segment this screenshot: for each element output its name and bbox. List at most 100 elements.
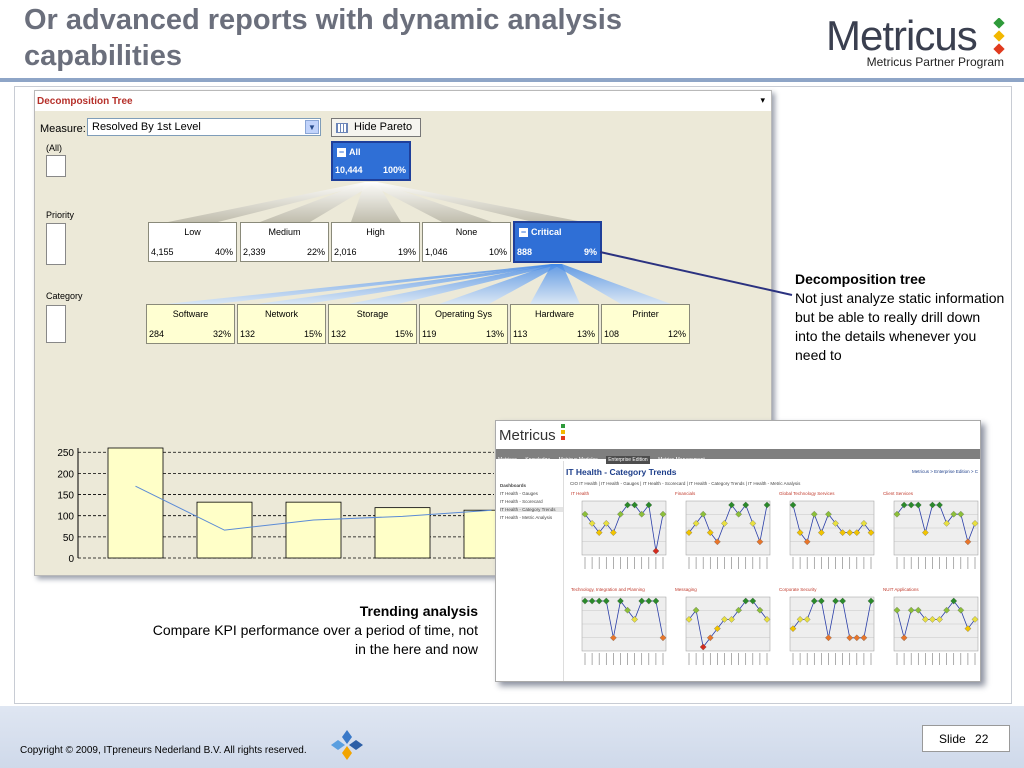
data-point bbox=[867, 529, 875, 536]
data-point bbox=[900, 634, 908, 642]
data-point bbox=[699, 510, 707, 518]
data-point bbox=[907, 606, 915, 614]
data-point bbox=[893, 510, 901, 518]
trend-navbar: Metricus Knowledge Metricus Modules Ente… bbox=[496, 449, 980, 464]
node-priority-low[interactable]: Low 4,155 40% bbox=[148, 222, 237, 262]
trend-panel: Global Technology Services bbox=[778, 491, 876, 583]
collapse-icon[interactable]: − bbox=[519, 227, 528, 237]
panel-title: Messaging bbox=[675, 587, 697, 592]
slide-footer: Copyright © 2009, ITpreneurs Nederland B… bbox=[0, 706, 1024, 768]
y-tick-label: 150 bbox=[57, 491, 74, 502]
nav-item-active[interactable]: Enterprise Edition bbox=[606, 456, 650, 464]
panel-title: Global Technology Services bbox=[779, 491, 835, 496]
data-point bbox=[706, 529, 714, 536]
node-priority-none[interactable]: None 1,046 10% bbox=[422, 222, 511, 262]
data-point bbox=[728, 501, 735, 509]
data-point bbox=[825, 510, 832, 518]
bar bbox=[107, 447, 164, 559]
logo-subtitle: Metricus Partner Program bbox=[866, 55, 1004, 69]
node-name: Low bbox=[184, 227, 201, 237]
data-point bbox=[789, 625, 797, 632]
breadcrumb[interactable]: Metricus > Enterprise Edition > C bbox=[911, 469, 978, 474]
node-category-network[interactable]: Network 132 15% bbox=[237, 304, 326, 344]
level-label-all: (All) bbox=[46, 143, 62, 153]
hide-pareto-button[interactable]: Hide Pareto bbox=[331, 118, 421, 137]
data-point bbox=[929, 616, 936, 623]
data-point bbox=[581, 510, 589, 518]
collapse-icon[interactable]: − bbox=[337, 147, 346, 157]
copyright-text: Copyright © 2009, ITpreneurs Nederland B… bbox=[20, 745, 307, 756]
data-point bbox=[789, 501, 797, 509]
fan-connector bbox=[166, 264, 562, 304]
trend-screenshot: Metricus Metricus Knowledge Metricus Mod… bbox=[495, 420, 981, 682]
data-point bbox=[763, 616, 771, 623]
data-point bbox=[832, 520, 839, 527]
node-value: 132 bbox=[240, 329, 256, 339]
trend-sidebar: Dashboards IT Health - Gauges IT Health … bbox=[496, 461, 564, 681]
node-value: 2,339 bbox=[243, 247, 266, 257]
node-category-software[interactable]: Software 284 32% bbox=[146, 304, 235, 344]
chevron-down-icon[interactable]: ▼ bbox=[305, 120, 319, 134]
trend-sub-nav[interactable]: CIO IT Health | IT Health - Gauges | IT … bbox=[570, 481, 801, 486]
nav-item[interactable]: Metricus bbox=[498, 457, 517, 463]
data-point bbox=[825, 634, 832, 642]
node-percent: 9% bbox=[583, 247, 597, 257]
panel-title: Technology, Integration and Planning bbox=[571, 587, 645, 592]
measure-select[interactable]: Resolved By 1st Level ▼ bbox=[87, 118, 321, 136]
panel-menu-button[interactable]: ▾ bbox=[760, 95, 765, 105]
node-name: Storage bbox=[356, 309, 389, 319]
trend-line bbox=[896, 600, 976, 638]
data-point bbox=[602, 597, 610, 605]
data-point bbox=[971, 616, 979, 623]
data-point bbox=[810, 510, 818, 518]
trend-panel: IT Health bbox=[570, 491, 668, 583]
node-priority-high[interactable]: High 2,016 19% bbox=[331, 222, 420, 262]
sidebar-heading: Dashboards bbox=[500, 483, 527, 488]
data-point bbox=[818, 529, 825, 536]
level-drop-category[interactable] bbox=[46, 305, 66, 343]
sidebar-item[interactable]: IT Health - Scorecard bbox=[500, 499, 543, 504]
data-point bbox=[735, 606, 742, 614]
data-point bbox=[659, 510, 667, 518]
data-point bbox=[914, 606, 922, 614]
node-percent: 100% bbox=[382, 165, 406, 175]
trend-mini-chart bbox=[685, 500, 771, 569]
level-drop-priority[interactable] bbox=[46, 223, 66, 265]
data-point bbox=[950, 597, 958, 605]
node-category-printer[interactable]: Printer 108 12% bbox=[601, 304, 690, 344]
data-point bbox=[971, 520, 979, 527]
node-percent: 32% bbox=[212, 329, 231, 339]
data-point bbox=[610, 634, 617, 642]
decomposition-connectors bbox=[166, 182, 671, 304]
data-point bbox=[714, 538, 721, 546]
level-label-category: Category bbox=[46, 291, 83, 301]
data-point bbox=[581, 597, 589, 605]
data-point bbox=[839, 597, 846, 605]
node-priority-medium[interactable]: Medium 2,339 22% bbox=[240, 222, 329, 262]
data-point bbox=[818, 597, 825, 605]
y-tick-label: 100 bbox=[57, 512, 74, 523]
nav-item[interactable]: Knowledge bbox=[525, 457, 551, 463]
fan-connector bbox=[351, 182, 401, 222]
trend-panel: Technology, Integration and Planning bbox=[570, 587, 668, 679]
metricus-logo: Metricus Metricus Partner Program bbox=[826, 8, 1016, 70]
data-point bbox=[943, 520, 950, 527]
data-point bbox=[796, 529, 804, 536]
data-point bbox=[803, 616, 811, 623]
bar-chart-icon bbox=[336, 123, 348, 133]
data-point bbox=[699, 643, 707, 651]
data-point bbox=[929, 501, 936, 509]
sidebar-item[interactable]: IT Health - Metric Analysis bbox=[500, 515, 553, 520]
data-point bbox=[839, 529, 846, 536]
node-category-storage[interactable]: Storage 132 15% bbox=[328, 304, 417, 344]
level-drop-all[interactable] bbox=[46, 155, 66, 177]
node-category-hardware[interactable]: Hardware 113 13% bbox=[510, 304, 599, 344]
sidebar-item-active[interactable]: IT Health - Category Trends bbox=[500, 507, 563, 512]
nav-item[interactable]: Metricus Modules bbox=[558, 457, 598, 463]
sidebar-item[interactable]: IT Health - Gauges bbox=[500, 491, 538, 496]
node-all[interactable]: −All 10,444 100% bbox=[331, 141, 411, 181]
node-percent: 19% bbox=[397, 247, 416, 257]
node-priority-critical[interactable]: −Critical 888 9% bbox=[513, 221, 602, 263]
node-category-operating-sys[interactable]: Operating Sys 119 13% bbox=[419, 304, 508, 344]
nav-item[interactable]: Metrics Management bbox=[658, 457, 705, 463]
